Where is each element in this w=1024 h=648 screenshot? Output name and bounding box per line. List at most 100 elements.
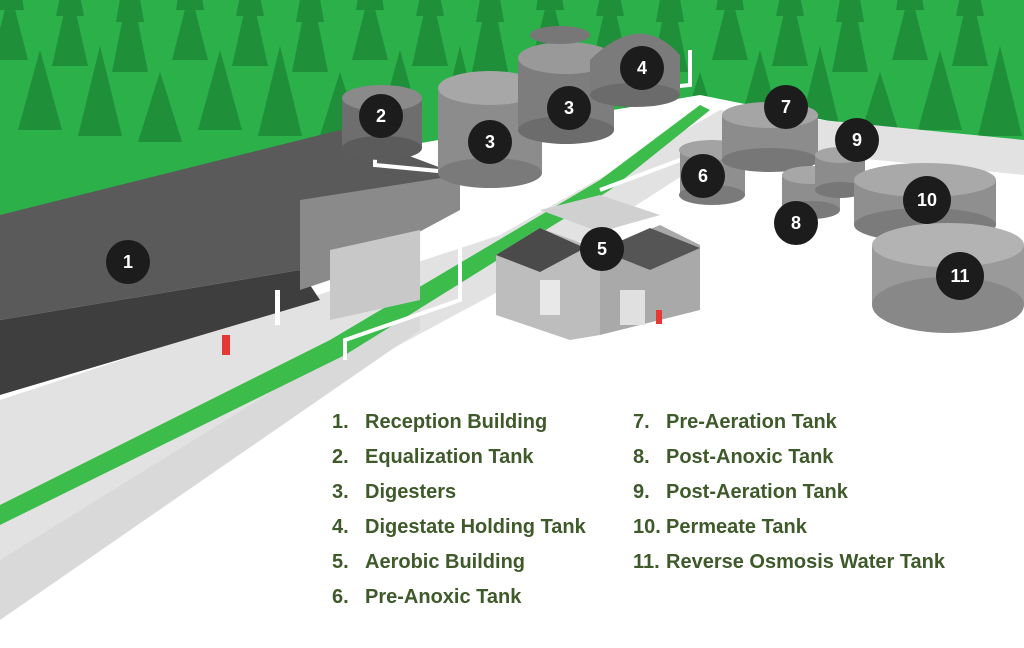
legend-label: Pre-Anoxic Tank <box>365 586 522 608</box>
legend-number: 10. <box>633 516 661 538</box>
badge-circle <box>106 240 150 284</box>
badge-circle <box>903 176 951 224</box>
badge-label: 8 <box>791 213 801 233</box>
tree-icon <box>18 50 62 130</box>
tree-icon <box>978 46 1022 136</box>
badge-label: 11 <box>950 266 969 286</box>
reception-building-shadow <box>330 230 420 320</box>
legend-label: Reverse Osmosis Water Tank <box>666 551 946 573</box>
legend-number: 11. <box>633 551 660 573</box>
badge-circle <box>681 154 725 198</box>
badge-label: 3 <box>485 132 495 152</box>
tree-icon <box>176 0 204 10</box>
legend-label: Digesters <box>365 481 457 503</box>
badge-4: 4 <box>620 46 664 90</box>
badge-9: 9 <box>835 118 879 162</box>
legend-label: Equalization Tank <box>365 446 534 468</box>
legend-label: Post-Anoxic Tank <box>666 446 834 468</box>
legend-label: Permeate Tank <box>666 516 807 538</box>
badge-label: 4 <box>637 58 647 78</box>
legend-label: Post-Aeration Tank <box>666 481 848 503</box>
tree-icon <box>292 0 328 72</box>
tree-icon <box>116 0 144 22</box>
badge-label: 2 <box>376 106 386 126</box>
badge-label: 5 <box>597 239 607 259</box>
tree-icon <box>476 0 504 22</box>
badge-11: 11 <box>936 252 984 300</box>
badge-circle <box>580 227 624 271</box>
tree-icon <box>836 0 864 22</box>
tree-icon <box>232 0 268 66</box>
legend-number: 3. <box>332 481 349 503</box>
badge-7: 7 <box>764 85 808 129</box>
badge-label: 1 <box>123 252 133 272</box>
badge-circle <box>620 46 664 90</box>
tree-icon <box>412 0 448 66</box>
green-stripe <box>0 105 710 525</box>
badge-10: 10 <box>903 176 951 224</box>
tree-icon <box>716 0 744 10</box>
legend-label: Digestate Holding Tank <box>365 516 586 538</box>
tree-icon <box>78 46 122 136</box>
road-lower <box>0 300 420 620</box>
badge-3b: 3 <box>547 86 591 130</box>
tree-icon <box>596 0 624 16</box>
tree-icon <box>772 0 808 66</box>
aerobic-building <box>496 195 700 340</box>
tree-icon <box>172 0 208 60</box>
tree-icon <box>0 0 28 60</box>
tree-icon <box>112 0 148 72</box>
tree-icon <box>536 0 564 10</box>
tree-icon <box>296 0 324 22</box>
post <box>275 290 280 325</box>
badge-circle <box>468 120 512 164</box>
tree-icon <box>956 0 984 16</box>
legend-number: 8. <box>633 446 650 468</box>
badge-2: 2 <box>359 94 403 138</box>
badge-label: 6 <box>698 166 708 186</box>
badge-label: 10 <box>917 190 937 210</box>
tree-icon <box>258 46 302 136</box>
badge-circle <box>774 201 818 245</box>
tree-icon <box>918 50 962 130</box>
tree-icon <box>892 0 928 60</box>
badge-circle <box>764 85 808 129</box>
legend-label: Reception Building <box>365 411 548 433</box>
badge-1: 1 <box>106 240 150 284</box>
badge-3a: 3 <box>468 120 512 164</box>
tree-icon <box>832 0 868 72</box>
number-badges: 1 2 3 3 4 5 6 7 8 9 10 11 <box>106 46 984 300</box>
tree-icon <box>52 0 88 66</box>
badge-circle <box>936 252 984 300</box>
legend-label: Aerobic Building <box>365 551 525 573</box>
tree-icon <box>896 0 924 10</box>
tree-icon <box>712 0 748 60</box>
badge-circle <box>359 94 403 138</box>
hydrant-left <box>222 335 230 355</box>
badge-circle <box>835 118 879 162</box>
road-area <box>0 110 1024 560</box>
tree-icon <box>776 0 804 16</box>
badge-6: 6 <box>681 154 725 198</box>
tree-icon <box>656 0 684 22</box>
legend-number: 5. <box>332 551 349 573</box>
legend-number: 4. <box>332 516 349 538</box>
badge-circle <box>547 86 591 130</box>
badge-label: 9 <box>852 130 862 150</box>
reception-building-wall <box>0 270 320 395</box>
tree-icon <box>356 0 384 10</box>
tree-icon <box>138 72 182 142</box>
badge-label: 7 <box>781 97 791 117</box>
legend-number: 6. <box>332 586 349 608</box>
badge-8: 8 <box>774 201 818 245</box>
legend-number: 2. <box>332 446 349 468</box>
legend-number: 1. <box>332 411 349 433</box>
legend-number: 7. <box>633 411 650 433</box>
legend-number: 9. <box>633 481 650 503</box>
tree-icon <box>0 0 24 10</box>
badge-5: 5 <box>580 227 624 271</box>
tree-icon <box>352 0 388 60</box>
tree-icon <box>472 0 508 72</box>
